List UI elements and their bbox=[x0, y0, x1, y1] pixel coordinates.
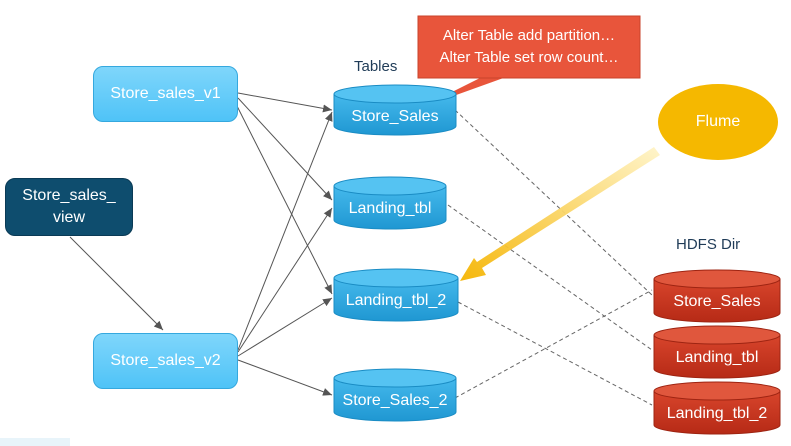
arrow-v2-store-sales-2 bbox=[237, 359, 333, 396]
view-store-sales-v2-label: Store_sales_v2 bbox=[110, 352, 221, 369]
view-store-sales-v1[interactable]: Store_sales_v1 bbox=[93, 66, 238, 122]
view-store-sales-view-line1: Store_sales_ bbox=[22, 187, 116, 204]
arrow-v2-landing-tbl-2 bbox=[237, 297, 333, 357]
link-landing-tbl-hdfs bbox=[447, 204, 653, 351]
table-label-store-sales: Store_Sales bbox=[351, 108, 439, 125]
footer-mark bbox=[0, 438, 70, 446]
hdfs-cylinder-store-sales[interactable] bbox=[653, 269, 781, 323]
flume-ellipse[interactable] bbox=[658, 84, 778, 160]
hdfs-links bbox=[447, 109, 653, 406]
arrow-v2-landing-tbl bbox=[237, 207, 333, 353]
callout-text: Alter Table add partition… Alter Table s… bbox=[418, 25, 640, 69]
table-cylinder-store-sales-2[interactable] bbox=[333, 368, 457, 422]
table-cylinder-landing-tbl-2[interactable] bbox=[333, 268, 459, 322]
callout-box bbox=[417, 15, 641, 79]
view-store-sales-view-line2: view bbox=[52, 209, 85, 226]
view-store-sales-v1-label: Store_sales_v1 bbox=[110, 85, 221, 102]
table-label-landing-tbl-2: Landing_tbl_2 bbox=[345, 292, 447, 309]
arrow-v1-store-sales bbox=[237, 92, 333, 113]
flume-arrow bbox=[460, 147, 660, 281]
table-label-store-sales-2: Store_Sales_2 bbox=[342, 392, 448, 409]
view-store-sales-v2[interactable]: Store_sales_v2 bbox=[93, 333, 238, 389]
arrow-v2-store-sales bbox=[237, 111, 333, 351]
hdfs-dir-section-label: HDFS Dir bbox=[676, 236, 741, 253]
link-landing-tbl-2-hdfs bbox=[457, 301, 653, 406]
hdfs-label-store-sales: Store_Sales bbox=[673, 293, 761, 310]
view-store-sales-view[interactable]: Store_sales_ view bbox=[5, 178, 133, 236]
table-cylinder-landing-tbl[interactable] bbox=[333, 176, 447, 230]
arrow-v1-landing-tbl bbox=[237, 97, 333, 201]
flume-label: Flume bbox=[695, 113, 741, 130]
link-store-sales-hdfs bbox=[454, 109, 653, 296]
hdfs-cylinder-landing-tbl-2[interactable] bbox=[653, 381, 781, 435]
hdfs-label-landing-tbl-2: Landing_tbl_2 bbox=[666, 405, 768, 422]
table-cylinder-store-sales[interactable] bbox=[333, 84, 457, 136]
callout-line-2: Alter Table set row count… bbox=[439, 49, 619, 66]
link-store-sales-2-hdfs bbox=[454, 289, 653, 399]
view-links bbox=[69, 92, 333, 396]
table-label-landing-tbl: Landing_tbl bbox=[348, 200, 432, 217]
arrow-v1-landing-tbl-2 bbox=[235, 103, 333, 295]
arrow-view-v2 bbox=[69, 236, 164, 331]
tables-section-label: Tables bbox=[354, 58, 398, 75]
callout-line-1: Alter Table add partition… bbox=[442, 27, 616, 44]
hdfs-cylinder-landing-tbl[interactable] bbox=[653, 325, 781, 379]
hdfs-label-landing-tbl: Landing_tbl bbox=[675, 349, 759, 366]
